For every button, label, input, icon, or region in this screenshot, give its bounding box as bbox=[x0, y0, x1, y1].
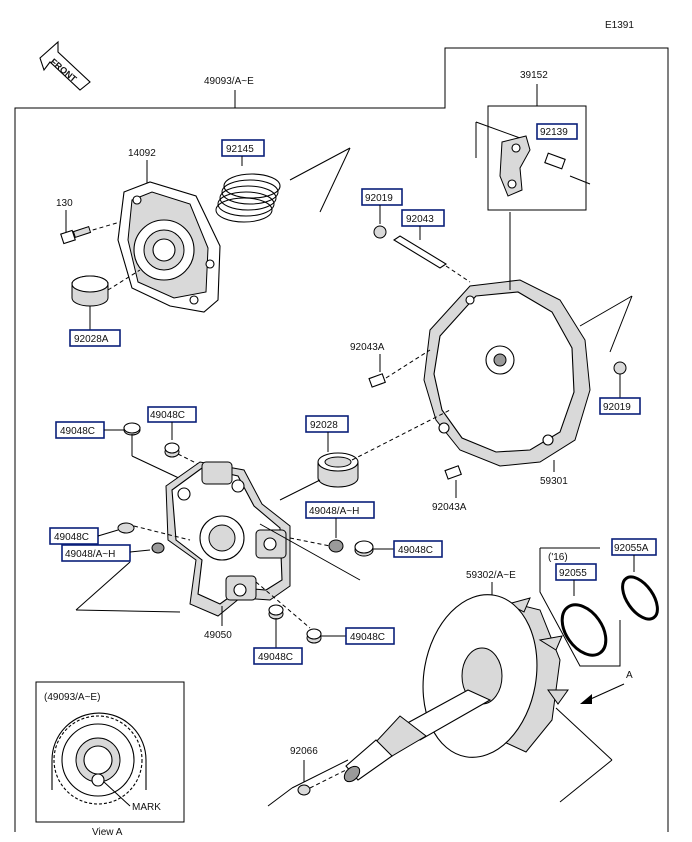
oring-92055A-part bbox=[621, 575, 659, 621]
label-49048C-e: 49048C bbox=[258, 652, 293, 663]
label-92043: 92043 bbox=[406, 214, 434, 225]
label-130: 130 bbox=[56, 198, 73, 209]
label-92139: 92139 bbox=[540, 127, 568, 138]
label-92043A-b: 92043A bbox=[432, 502, 467, 513]
label-92145: 92145 bbox=[226, 144, 254, 155]
label-49048AH-b: 49048/A~H bbox=[65, 549, 115, 560]
label-92019-a: 92019 bbox=[365, 193, 393, 204]
spider-49050-part bbox=[165, 461, 291, 617]
label-92055: 92055 bbox=[559, 568, 587, 579]
label-59302: 59302/A~E bbox=[466, 570, 516, 581]
roller-weight-part bbox=[499, 135, 531, 197]
oring-92055-part bbox=[560, 603, 608, 657]
label-92055A: 92055A bbox=[614, 543, 649, 554]
sheave-59302-part bbox=[343, 594, 569, 783]
label-59301: 59301 bbox=[540, 476, 568, 487]
front-arrow-icon: FRONT bbox=[39, 40, 91, 91]
assembly-frame bbox=[14, 47, 669, 832]
label-49048C-f: 49048C bbox=[350, 632, 385, 643]
mark-label: MARK bbox=[132, 802, 161, 813]
cover-14092-part bbox=[117, 181, 221, 313]
label-92028A: 92028A bbox=[74, 334, 109, 345]
roller-49048C-f-part bbox=[306, 628, 322, 644]
year-note: ('16) bbox=[548, 552, 568, 563]
roller-49048C-d-part bbox=[354, 540, 374, 557]
view-arrow-icon bbox=[580, 694, 592, 704]
washer-49048AH-a-part bbox=[328, 539, 344, 553]
inset-title: (49093/A~E) bbox=[44, 692, 100, 703]
spring-92145-part bbox=[215, 173, 281, 223]
label-49048AH-a: 49048/A~H bbox=[309, 506, 359, 517]
roller-49048C-c-part bbox=[117, 522, 135, 534]
diagram-id: E1391 bbox=[605, 20, 634, 31]
inset-frame bbox=[35, 681, 185, 823]
pin-92043A-a-part bbox=[368, 373, 386, 388]
nut-92019-b-part bbox=[613, 361, 627, 375]
assembly-label: 49093/A~E bbox=[204, 76, 254, 87]
label-92043A-a: 92043A bbox=[350, 342, 385, 353]
year-bracket bbox=[539, 548, 621, 667]
label-49048C-b: 49048C bbox=[150, 410, 185, 421]
label-14092: 14092 bbox=[128, 148, 156, 159]
roller-49048C-b-part bbox=[164, 442, 180, 458]
pin-92043-part bbox=[392, 235, 448, 269]
pulley-59301-part bbox=[423, 279, 591, 467]
roller-49048C-e-part bbox=[268, 604, 284, 620]
inset-sheave-part bbox=[51, 712, 147, 805]
label-92028: 92028 bbox=[310, 420, 338, 431]
bushing-92028A-part bbox=[71, 275, 109, 307]
roller-49048C-a-part bbox=[123, 422, 141, 436]
arrow-a-label: A bbox=[626, 670, 633, 681]
bushing-92028-part bbox=[317, 452, 359, 488]
label-49050: 49050 bbox=[204, 630, 232, 641]
view-a-label: View A bbox=[92, 827, 123, 837]
label-49048C-c: 49048C bbox=[54, 532, 89, 543]
washer-49048AH-b-part bbox=[151, 542, 165, 554]
plug-92066-part bbox=[297, 784, 311, 796]
pin-92043A-b-part bbox=[444, 465, 462, 480]
label-49048C-d: 49048C bbox=[398, 545, 433, 556]
pin-92139-part bbox=[544, 152, 566, 170]
label-92066: 92066 bbox=[290, 746, 318, 757]
label-39152: 39152 bbox=[520, 70, 548, 81]
nut-92019-a-part bbox=[373, 225, 387, 239]
bolt-130-part bbox=[60, 226, 92, 245]
label-92019-b: 92019 bbox=[603, 402, 631, 413]
label-49048C-a: 49048C bbox=[60, 426, 95, 437]
